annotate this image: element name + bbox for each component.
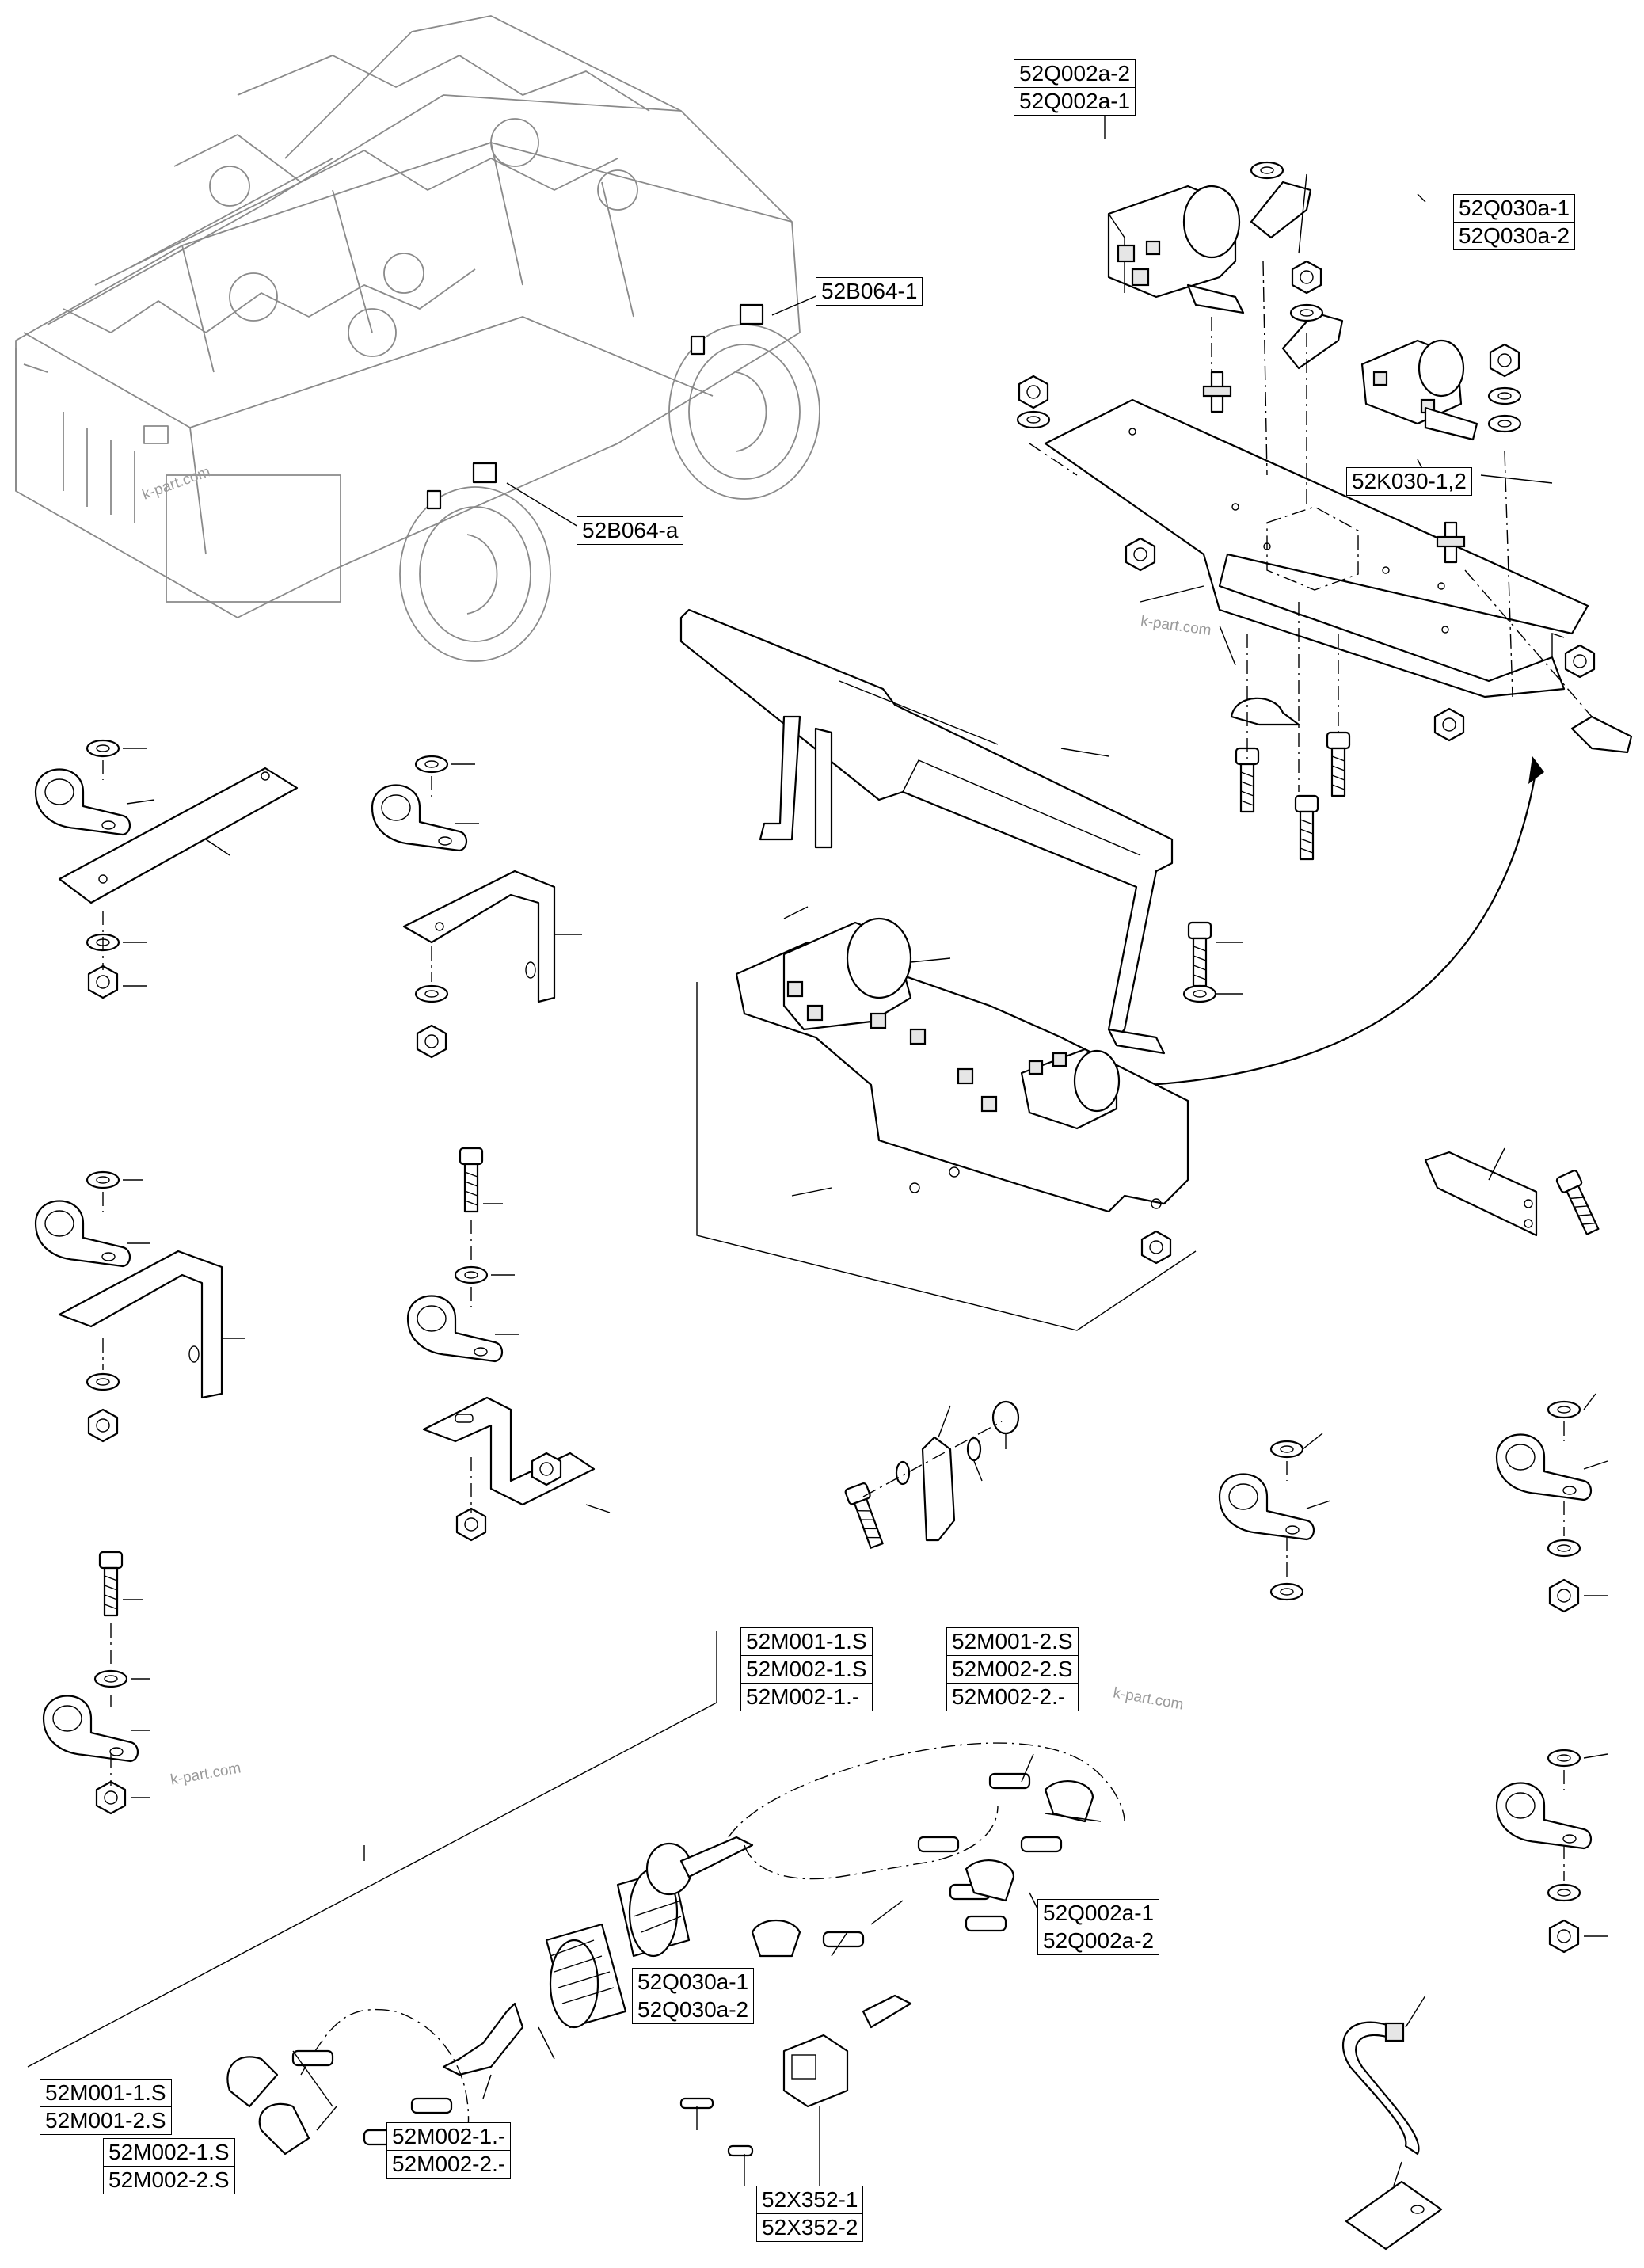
callout-52X352-2[interactable]: 52X352-2 [756, 2214, 864, 2242]
clamp-kit-1 [34, 739, 299, 999]
solenoid-52Q030-icon [1360, 339, 1478, 441]
cable-lug-icon [226, 1772, 1094, 2156]
label-plate-icon [1345, 2161, 1443, 2251]
callout-52M002-2-minus[interactable]: 52M002-2.- [946, 1684, 1079, 1711]
callout-52Q002a-1[interactable]: 52Q002a-1 [1014, 88, 1136, 116]
callout-52Q002a-1-bottom[interactable]: 52Q002a-1 [1037, 1899, 1160, 1927]
engine-block-illustration [15, 15, 820, 662]
callout-52M002-1-minus-bottom[interactable]: 52M002-1.- [386, 2122, 512, 2151]
callout-52Q030a-2[interactable]: 52Q030a-2 [1453, 223, 1576, 250]
callout-52Q030a-1-bottom[interactable]: 52Q030a-1 [632, 1968, 755, 1996]
callout-52M002-1S[interactable]: 52M002-1.S [740, 1656, 873, 1684]
cable-tie-icon [1341, 1995, 1426, 2156]
threaded-stud-icon [1202, 371, 1466, 564]
callout-motor-group-right: 52M001-2.S 52M002-2.S 52M002-2.- [946, 1627, 1079, 1711]
callout-52Q030a-top: 52Q030a-1 52Q030a-2 [1453, 194, 1576, 250]
clamp-kit-5 [42, 1551, 150, 1815]
callout-52M001-1S[interactable]: 52M001-1.S [740, 1627, 873, 1656]
callout-52Q030a-bottom: 52Q030a-1 52Q030a-2 [632, 1968, 755, 2024]
callout-52Q002a-top: 52Q002a-2 52Q002a-1 [1014, 59, 1136, 116]
callout-52M001-1S-bottom[interactable]: 52M001-1.S [40, 2079, 172, 2107]
solenoid-52Q002-icon [1107, 185, 1245, 314]
relay-52K030-icon [1266, 506, 1359, 591]
callout-52M002-2-minus-bottom[interactable]: 52M002-2.- [386, 2151, 512, 2179]
callout-52M001-2S[interactable]: 52M001-2.S [946, 1627, 1079, 1656]
support-bracket-icon [679, 608, 1174, 1055]
callout-52Q030a-2-bottom[interactable]: 52Q030a-2 [632, 1996, 755, 2024]
clamp-kit-2 [371, 755, 582, 1059]
callout-52M002-minus: 52M002-1.- 52M002-2.- [386, 2122, 512, 2179]
clamp-kit-8 [1495, 1749, 1608, 1954]
callout-52B064-1[interactable]: 52B064-1 [816, 277, 923, 306]
callout-52B064-a[interactable]: 52B064-a [577, 516, 684, 545]
callout-52M002-1S-bottom[interactable]: 52M002-1.S [103, 2138, 235, 2167]
p-clip-icon [1230, 697, 1300, 726]
cable-lug-icon [1250, 181, 1633, 754]
clamp-kit-4 [406, 1147, 611, 1542]
callout-52Q030a-1[interactable]: 52Q030a-1 [1453, 194, 1576, 223]
callout-52X352-1[interactable]: 52X352-1 [756, 2186, 864, 2214]
plug-connector-icon [679, 2034, 849, 2157]
callout-52M001-S: 52M001-1.S 52M001-2.S [40, 2079, 172, 2135]
callout-52M002-S: 52M002-1.S 52M002-2.S [103, 2138, 235, 2194]
small-bracket-icon [1424, 1147, 1604, 1238]
callout-52M002-2S-bottom[interactable]: 52M002-2.S [103, 2167, 235, 2194]
callout-52Q002a-2-bottom[interactable]: 52Q002a-2 [1037, 1927, 1160, 1955]
clamp-kit-7 [1495, 1393, 1608, 1613]
callout-52X352: 52X352-1 52X352-2 [756, 2186, 864, 2242]
callout-52M002-1-minus[interactable]: 52M002-1.- [740, 1684, 873, 1711]
clamp-kit-3 [34, 1170, 245, 1443]
callout-52K030[interactable]: 52K030-1,2 [1346, 467, 1472, 496]
callout-52M002-2S[interactable]: 52M002-2.S [946, 1656, 1079, 1684]
callout-52Q002a-bottom: 52Q002a-1 52Q002a-2 [1037, 1899, 1160, 1955]
starter-solenoid-exploded [442, 1836, 754, 2076]
speed-sensor-icon [426, 303, 764, 510]
clamp-kit-6 [1218, 1433, 1331, 1601]
assembled-relay-plate-icon [735, 917, 1189, 1213]
callout-52Q002a-2[interactable]: 52Q002a-2 [1014, 59, 1136, 88]
ground-lug-kit [843, 1400, 1020, 1551]
callout-52M001-2S-bottom[interactable]: 52M001-2.S [40, 2107, 172, 2135]
callout-motor-group-left: 52M001-1.S 52M002-1.S 52M002-1.- [740, 1627, 873, 1711]
